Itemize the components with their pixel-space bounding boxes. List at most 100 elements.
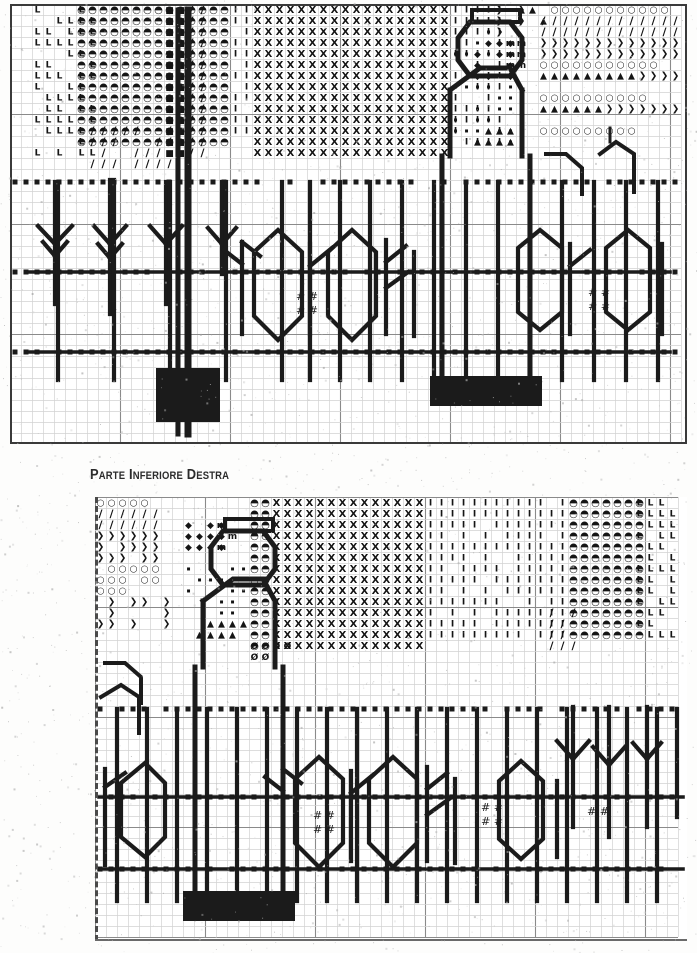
svg-text:X: X bbox=[441, 38, 449, 49]
svg-text:L: L bbox=[659, 521, 665, 531]
svg-text:L: L bbox=[57, 39, 63, 49]
svg-text:❯: ❯ bbox=[639, 105, 647, 115]
svg-text:I: I bbox=[539, 631, 542, 641]
svg-text:X: X bbox=[273, 498, 281, 509]
svg-text:○: ○ bbox=[628, 127, 636, 137]
svg-text:L: L bbox=[90, 105, 96, 115]
svg-text:X: X bbox=[331, 60, 339, 71]
svg-text:/: / bbox=[156, 146, 161, 159]
svg-text:◓: ◓ bbox=[165, 82, 174, 93]
svg-text:I: I bbox=[484, 554, 487, 564]
svg-text:▪: ▪ bbox=[508, 106, 512, 113]
svg-text:X: X bbox=[394, 608, 402, 619]
svg-text:X: X bbox=[342, 115, 350, 126]
svg-text:▪: ▪ bbox=[453, 128, 457, 135]
svg-text:○: ○ bbox=[584, 61, 592, 71]
svg-text:X: X bbox=[328, 586, 336, 597]
svg-text:X: X bbox=[331, 126, 339, 137]
svg-text:X: X bbox=[430, 71, 438, 82]
svg-text:X: X bbox=[298, 27, 306, 38]
svg-text:m: m bbox=[217, 521, 226, 531]
svg-text:X: X bbox=[317, 575, 325, 586]
svg-text:○: ○ bbox=[617, 127, 625, 137]
svg-text:▲: ▲ bbox=[584, 105, 591, 115]
svg-text:○: ○ bbox=[97, 499, 105, 509]
svg-text:X: X bbox=[372, 498, 380, 509]
svg-text:X: X bbox=[295, 553, 303, 564]
svg-text:■: ■ bbox=[165, 127, 174, 137]
svg-text:❯: ❯ bbox=[606, 105, 614, 115]
svg-text:◓: ◓ bbox=[110, 49, 119, 60]
svg-text:I: I bbox=[440, 510, 443, 520]
svg-text:L: L bbox=[648, 565, 654, 575]
svg-text:❯: ❯ bbox=[672, 105, 680, 115]
svg-text:X: X bbox=[394, 619, 402, 630]
svg-text:X: X bbox=[364, 71, 372, 82]
svg-text:L: L bbox=[648, 631, 654, 641]
svg-text:I: I bbox=[495, 620, 498, 630]
svg-text:L: L bbox=[46, 116, 52, 126]
svg-text:L: L bbox=[79, 28, 85, 38]
lower-chart-panel[interactable]: ○○○○○////////////❯❯❯❯❯❯❯❯❯❯❯❯❯❯❯❯○○○○○○○… bbox=[95, 497, 687, 941]
svg-text:X: X bbox=[306, 520, 314, 531]
svg-text:X: X bbox=[350, 564, 358, 575]
svg-text:# #: # # bbox=[313, 823, 335, 836]
svg-text:○: ○ bbox=[551, 127, 559, 137]
svg-text:X: X bbox=[441, 148, 449, 159]
svg-text:X: X bbox=[394, 553, 402, 564]
svg-text:◓: ◓ bbox=[198, 16, 207, 27]
svg-text:X: X bbox=[309, 104, 317, 115]
svg-text:X: X bbox=[372, 553, 380, 564]
svg-text:L: L bbox=[648, 499, 654, 509]
svg-text:I: I bbox=[245, 72, 248, 82]
svg-text:X: X bbox=[372, 641, 380, 652]
svg-text:○: ○ bbox=[130, 499, 138, 509]
svg-text:/: / bbox=[156, 135, 161, 148]
svg-text:◓: ◓ bbox=[209, 137, 218, 148]
svg-text:◓: ◓ bbox=[121, 137, 130, 148]
svg-text:X: X bbox=[298, 82, 306, 93]
svg-text:I: I bbox=[440, 554, 443, 564]
svg-text:◓: ◓ bbox=[99, 71, 108, 82]
svg-text:◓: ◓ bbox=[569, 553, 578, 564]
svg-text:X: X bbox=[430, 126, 438, 137]
svg-text:L: L bbox=[659, 532, 665, 542]
svg-text:◓: ◓ bbox=[132, 49, 141, 60]
svg-text:○: ○ bbox=[639, 61, 647, 71]
svg-text:L: L bbox=[57, 149, 63, 159]
svg-text:X: X bbox=[276, 38, 284, 49]
svg-text:L: L bbox=[46, 72, 52, 82]
svg-text:X: X bbox=[306, 575, 314, 586]
svg-text:■: ■ bbox=[165, 149, 174, 159]
svg-text:L: L bbox=[68, 94, 74, 104]
svg-text:I: I bbox=[517, 554, 520, 564]
svg-text:I: I bbox=[561, 587, 564, 597]
svg-text:◓: ◓ bbox=[591, 531, 600, 542]
svg-text:◓: ◓ bbox=[261, 542, 270, 553]
svg-text:X: X bbox=[430, 60, 438, 71]
svg-text:X: X bbox=[353, 16, 361, 27]
svg-text:X: X bbox=[328, 531, 336, 542]
svg-text:/: / bbox=[101, 146, 106, 159]
svg-text:▲: ▲ bbox=[584, 72, 591, 82]
svg-text:◆: ◆ bbox=[507, 50, 514, 60]
svg-text:X: X bbox=[342, 126, 350, 137]
svg-text:◓: ◓ bbox=[635, 586, 644, 597]
svg-text:X: X bbox=[441, 126, 449, 137]
svg-text:X: X bbox=[320, 148, 328, 159]
svg-text:◓: ◓ bbox=[209, 115, 218, 126]
svg-text:◓: ◓ bbox=[143, 60, 152, 71]
svg-text:◓: ◓ bbox=[165, 126, 174, 137]
svg-text:/: / bbox=[662, 14, 667, 27]
svg-text:◓: ◓ bbox=[198, 71, 207, 82]
svg-text:X: X bbox=[265, 5, 273, 16]
svg-text:❯: ❯ bbox=[97, 532, 105, 542]
svg-text:❯: ❯ bbox=[97, 543, 105, 553]
svg-text:X: X bbox=[342, 27, 350, 38]
svg-text:I: I bbox=[462, 554, 465, 564]
svg-text:X: X bbox=[287, 49, 295, 60]
svg-text:L: L bbox=[670, 587, 676, 597]
svg-text:▲: ▲ bbox=[562, 72, 569, 82]
svg-text:❯: ❯ bbox=[108, 554, 116, 564]
